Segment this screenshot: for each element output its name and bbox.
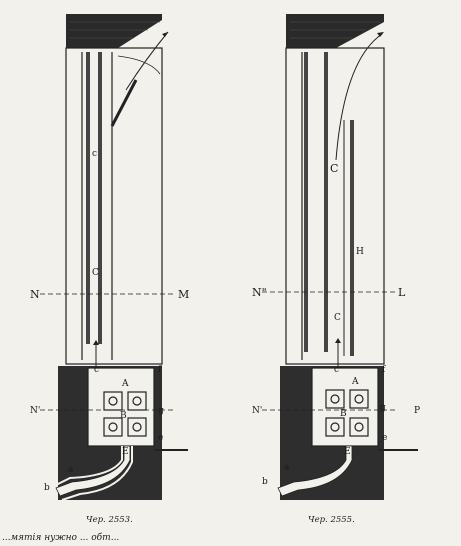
left-damper xyxy=(110,79,138,127)
left-cells xyxy=(103,391,147,437)
right-label-C: C xyxy=(330,162,338,175)
right-flow-arrow xyxy=(335,33,383,161)
right-top-cap-hatch xyxy=(290,21,380,39)
right-top-cap xyxy=(286,14,384,48)
right-tube-1 xyxy=(304,52,308,352)
left-intake-pipe-fill xyxy=(55,445,131,497)
left-top-cap xyxy=(66,14,162,48)
left-caption: Чер. 2553. xyxy=(86,515,133,525)
right-label-P: P xyxy=(414,406,420,416)
left-tube-1 xyxy=(86,52,90,344)
left-label-E: E xyxy=(122,447,129,457)
left-label-c-small: c xyxy=(94,365,99,375)
left-outer-wall xyxy=(65,47,163,365)
left-label-b: b xyxy=(44,483,50,493)
left-firebox xyxy=(87,367,155,447)
right-label-b: b xyxy=(262,477,268,487)
right-label-H: H xyxy=(356,247,364,257)
left-flow-arrow xyxy=(125,31,169,91)
right-label-e: e xyxy=(382,433,387,443)
right-firebox xyxy=(311,367,379,447)
right-label-N-prime: N' xyxy=(252,406,262,416)
right-tube-2 xyxy=(324,52,328,352)
left-label-g: g xyxy=(158,406,164,416)
right-caption: Чер. 2555. xyxy=(308,515,355,525)
left-intake-pipe xyxy=(53,446,133,501)
right-label-L: L xyxy=(398,286,406,299)
right-up-arrowhead xyxy=(335,338,341,343)
left-label-N: N xyxy=(30,288,40,301)
left-arc-arrow xyxy=(117,55,161,75)
right-label-E: E xyxy=(344,447,351,457)
left-tube-2 xyxy=(98,52,102,344)
left-flow-arrowhead xyxy=(162,32,168,37)
footer-text: ...мятія нужно ... обт... xyxy=(2,533,120,543)
left-label-B: B xyxy=(120,411,127,421)
left-label-e: e xyxy=(158,433,163,443)
right-label-A: A xyxy=(351,377,359,387)
right-label-B: B xyxy=(340,409,347,419)
right-label-C-lower: C xyxy=(334,313,341,323)
right-tube-3 xyxy=(350,120,354,356)
right-label-g: g xyxy=(380,403,386,413)
right-outer-wall xyxy=(285,47,385,365)
left-label-N-prime: N' xyxy=(30,406,40,416)
right-intake-pipe xyxy=(277,445,353,497)
left-label-M: M xyxy=(178,288,189,301)
left-label-C: C xyxy=(92,268,99,278)
right-flow-arrowhead xyxy=(377,32,384,37)
left-label-a: a xyxy=(68,465,74,475)
left-label-f: f xyxy=(158,365,162,375)
left-label-A: A xyxy=(121,379,129,389)
right-label-N2: N" xyxy=(252,286,267,299)
left-top-cap-hatch xyxy=(70,21,160,39)
right-label-a: a xyxy=(284,463,290,473)
left-label-c: c xyxy=(92,149,97,159)
figure-right: N" L N' P g A B C H C f e E a b c Чер. 2… xyxy=(252,14,420,525)
figure-left: N M N' g A B c C f e E a b c Чер. 2553. xyxy=(30,14,189,525)
left-up-arrowhead xyxy=(93,340,99,345)
right-cells xyxy=(325,389,369,437)
right-label-f: f xyxy=(382,365,386,375)
right-label-c: c xyxy=(334,365,339,375)
